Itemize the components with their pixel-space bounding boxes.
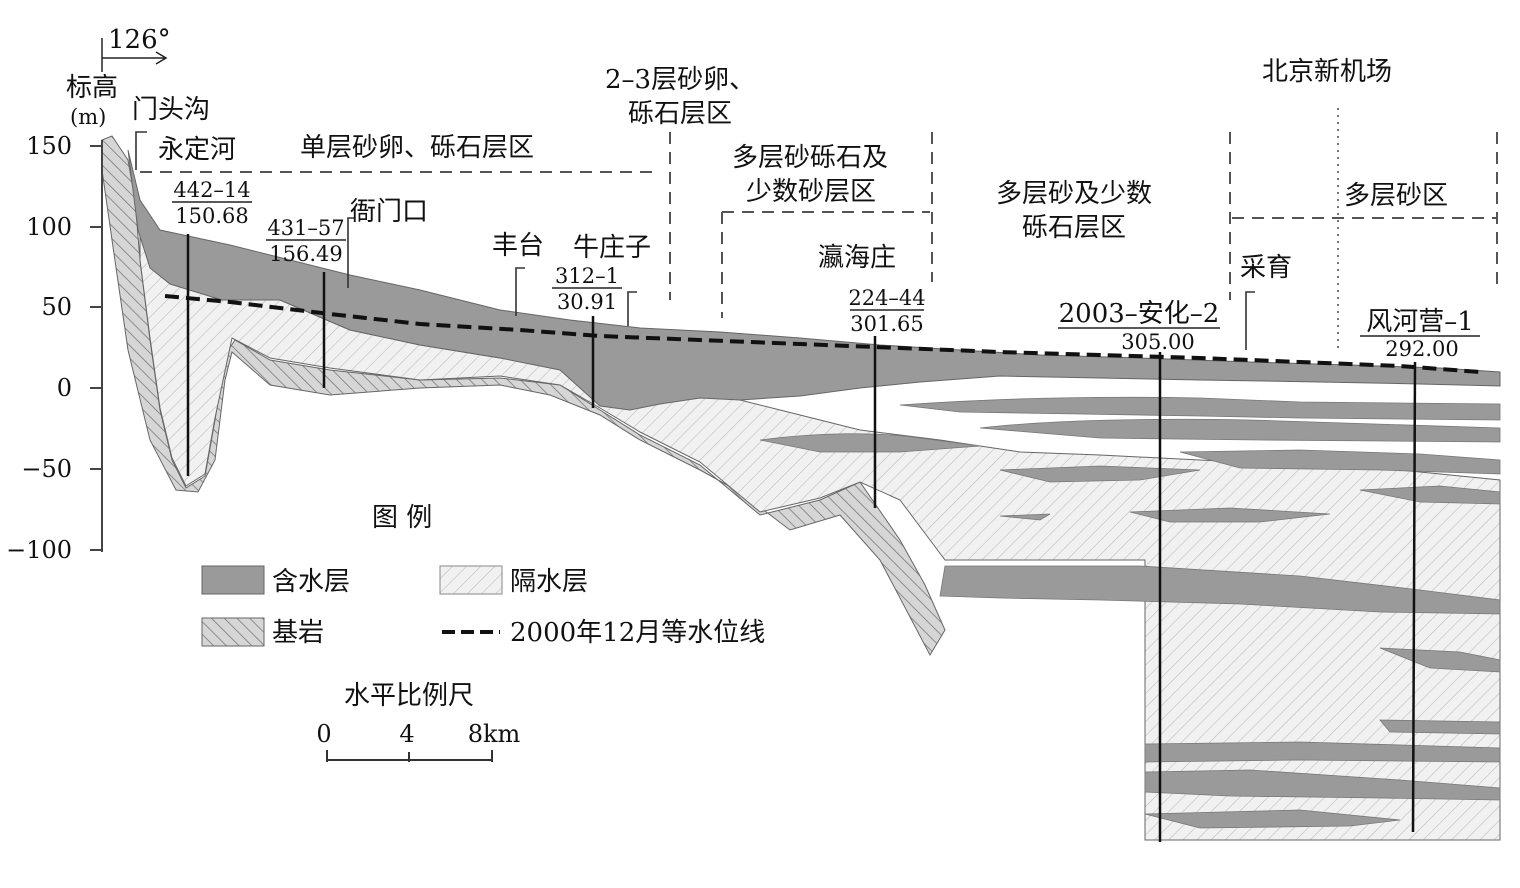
legend-waterlevel: 2000年12月等水位线 xyxy=(510,618,765,648)
well-id: 2003–安化–2 xyxy=(1059,299,1220,329)
well-depth: 150.68 xyxy=(175,204,248,228)
well-depth: 30.91 xyxy=(557,290,617,314)
zone-label: 单层砂卵、砾石层区 xyxy=(300,133,534,163)
zone-label: 少数砂层区 xyxy=(746,177,876,207)
well-label-rules xyxy=(172,201,1480,337)
place-fengtai: 丰台 xyxy=(492,231,544,261)
y-axis-title: 标高 xyxy=(66,73,118,103)
legend-swatch-aquifer xyxy=(201,565,265,595)
zone-label: 2–3层砂卵、 xyxy=(605,65,755,95)
water-level-line xyxy=(164,294,1481,374)
legend-swatch-aquitard xyxy=(439,565,503,595)
place-markers xyxy=(135,131,1255,350)
legend-aquifer: 含水层 xyxy=(272,567,350,597)
place-caiyu: 采育 xyxy=(1240,253,1292,283)
zone-label: 砾石层区 xyxy=(1022,213,1126,243)
place-niuzhuangzi: 牛庄子 xyxy=(573,233,651,263)
place-mentougou: 门头沟 xyxy=(132,95,210,125)
zone-label: 多层砂区 xyxy=(1344,181,1448,211)
legend-bedrock: 基岩 xyxy=(272,618,324,648)
scale-title: 水平比例尺 xyxy=(344,681,474,711)
zone-label: 多层砂砾石及 xyxy=(732,143,888,173)
well-id: 431–57 xyxy=(267,216,344,240)
zone-names: 单层砂卵、砾石层区 2–3层砂卵、 砾石层区 多层砂砾石及 少数砂层区 多层砂及… xyxy=(300,65,1448,243)
well-depth: 156.49 xyxy=(269,242,342,266)
place-names: 门头沟 永定河 衙门口 丰台 牛庄子 瀛海庄 采育 北京新机场 xyxy=(132,57,1392,283)
zone-boundaries xyxy=(140,132,1498,318)
place-yamenkou: 衙门口 xyxy=(350,197,428,227)
azimuth-label: 126° xyxy=(108,25,171,55)
well-depth: 292.00 xyxy=(1385,337,1458,361)
well-id: 风河营–1 xyxy=(1366,307,1474,337)
legend-title: 图 例 xyxy=(372,503,432,533)
well-labels: 442–14 150.68 431–57 156.49 312–1 30.91 … xyxy=(173,178,1473,361)
well-id: 312–1 xyxy=(555,264,619,288)
y-axis: 150 100 50 0 −50 −100 标高 (m) xyxy=(6,73,118,564)
well-id: 224–44 xyxy=(848,286,925,310)
bedrock-ridge xyxy=(101,135,946,657)
zone-label: 砾石层区 xyxy=(628,99,732,129)
scale-tick: 4 xyxy=(399,720,414,748)
zone-label: 多层砂及少数 xyxy=(996,179,1152,209)
scale-tick: 8km xyxy=(468,720,521,748)
place-airport: 北京新机场 xyxy=(1262,57,1392,87)
scale-tick: 0 xyxy=(316,720,331,748)
well-id: 442–14 xyxy=(173,178,250,202)
legend: 图 例 含水层 隔水层 基岩 2000年12月等水位线 xyxy=(201,503,765,648)
scale-bar: 水平比例尺 0 4 8km xyxy=(316,681,521,762)
y-tick-label: −100 xyxy=(6,536,72,564)
azimuth-marker: 126° xyxy=(101,25,171,72)
place-yinghaizhuang: 瀛海庄 xyxy=(818,243,896,273)
aquifer-upper xyxy=(127,149,1501,411)
y-axis-unit: (m) xyxy=(70,105,106,129)
well-depth: 301.65 xyxy=(850,312,923,336)
y-tick-label: 150 xyxy=(26,132,72,160)
y-tick-label: 100 xyxy=(26,213,72,241)
aquifer-lenses xyxy=(759,396,1501,829)
place-yongdinghe: 永定河 xyxy=(158,135,236,165)
legend-swatch-bedrock xyxy=(201,617,265,647)
y-tick-label: 50 xyxy=(41,293,72,321)
well-depth: 305.00 xyxy=(1121,330,1194,354)
y-tick-label: −50 xyxy=(21,455,72,483)
legend-aquitard: 隔水层 xyxy=(510,567,588,597)
wells xyxy=(186,234,1417,842)
y-tick-label: 0 xyxy=(57,374,72,402)
